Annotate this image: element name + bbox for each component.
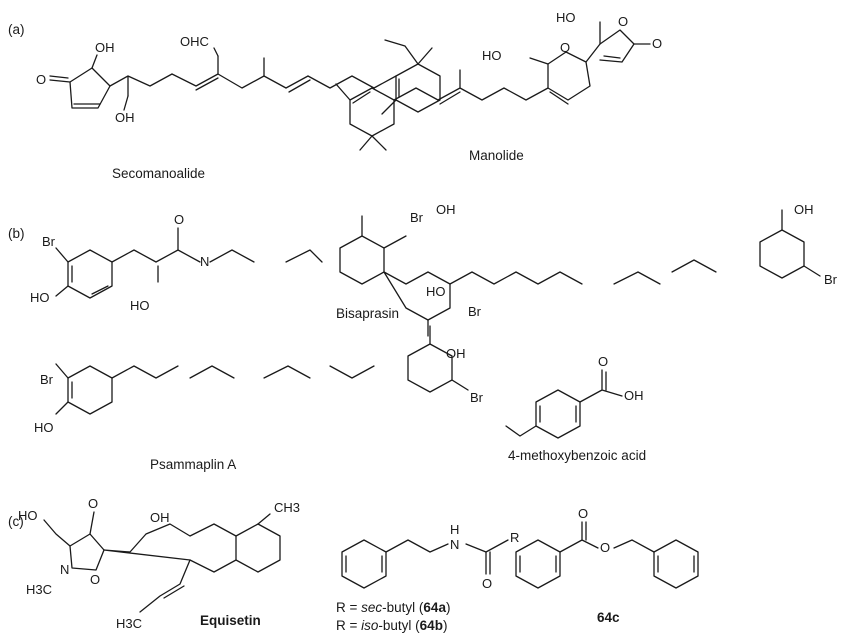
equisetin-h3c-lower: H3C: [116, 616, 142, 631]
atom-ohc: OHC: [180, 34, 209, 49]
panel-label-b: (b): [8, 226, 25, 241]
atom-oh-2: OH: [115, 110, 135, 125]
bisaprasin-br-right: Br: [824, 272, 838, 287]
methoxybenzoic-oh: OH: [624, 388, 644, 403]
bisaprasin-br-lower: Br: [468, 304, 482, 319]
compound-name-secomanoalide: Secomanoalide: [112, 166, 205, 181]
bisaprasin-br-left: Br: [42, 234, 56, 249]
compound-name-bisaprasin: Bisaprasin: [336, 306, 399, 321]
amide-r: R: [510, 530, 519, 545]
compound-name-psammaplin: Psammaplin A: [150, 457, 236, 472]
atom-oh-1: OH: [95, 40, 115, 55]
psammaplin-br: Br: [40, 372, 54, 387]
atom-o-keto: O: [36, 72, 46, 87]
methoxybenzoic-o-carbonyl: O: [598, 354, 608, 369]
amide-h: H: [450, 522, 459, 537]
atom-ho-pyran: HO: [482, 48, 502, 63]
equisetin-h3c: H3C: [26, 582, 52, 597]
bisaprasin-ho-center: HO: [426, 284, 446, 299]
equisetin-o-bottom: O: [90, 572, 100, 587]
equisetin-n: N: [60, 562, 69, 577]
psammaplin-ho: HO: [34, 420, 54, 435]
amide-o: O: [482, 576, 492, 591]
psammaplin-br-2: Br: [470, 390, 484, 405]
manolide-structure: [335, 21, 651, 151]
equisetin-structure: [43, 511, 281, 613]
secomanoalide-structure: [49, 39, 441, 115]
methoxybenzoic-structure: [505, 369, 623, 439]
equisetin-ch3: CH3: [274, 500, 300, 515]
compound-name-manolide: Manolide: [469, 148, 524, 163]
bisaprasin-oh-right: OH: [794, 202, 814, 217]
atom-o-pyran: O: [560, 40, 570, 55]
equisetin-ho: HO: [18, 508, 38, 523]
compound-name-methoxybenzoic: 4-methoxybenzoic acid: [508, 448, 646, 463]
compound-name-64c: 64c: [597, 610, 620, 625]
atom-ho-lactone: HO: [556, 10, 576, 25]
bisaprasin-ho-left: HO: [30, 290, 50, 305]
panel-label-c: (c): [8, 514, 24, 529]
r-group-line-64a: R = sec-butyl (64a): [336, 600, 450, 615]
amide-n: N: [450, 537, 459, 552]
atom-o-carbonyl: O: [652, 36, 662, 51]
bisaprasin-n-1: N: [200, 254, 209, 269]
bisaprasin-noh-1: HO: [130, 298, 150, 313]
psammaplin-oh: OH: [446, 346, 466, 361]
bisaprasin-br-center: Br: [410, 210, 424, 225]
equisetin-o-top: O: [88, 496, 98, 511]
amide-64ab-structure: [341, 539, 509, 589]
panel-label-a: (a): [8, 22, 25, 37]
ester-o-carbonyl: O: [578, 506, 588, 521]
bisaprasin-structure: [55, 209, 821, 337]
ester-o-link: O: [600, 540, 610, 555]
ester-64c-structure: [515, 521, 699, 589]
psammaplin-structure: [55, 325, 469, 415]
atom-o-lactone: O: [618, 14, 628, 29]
bisaprasin-oh-center: OH: [436, 202, 456, 217]
bisaprasin-o-1: O: [174, 212, 184, 227]
r-group-line-64b: R = iso-butyl (64b): [336, 618, 447, 633]
compound-name-equisetin: Equisetin: [200, 613, 261, 628]
equisetin-oh: OH: [150, 510, 170, 525]
